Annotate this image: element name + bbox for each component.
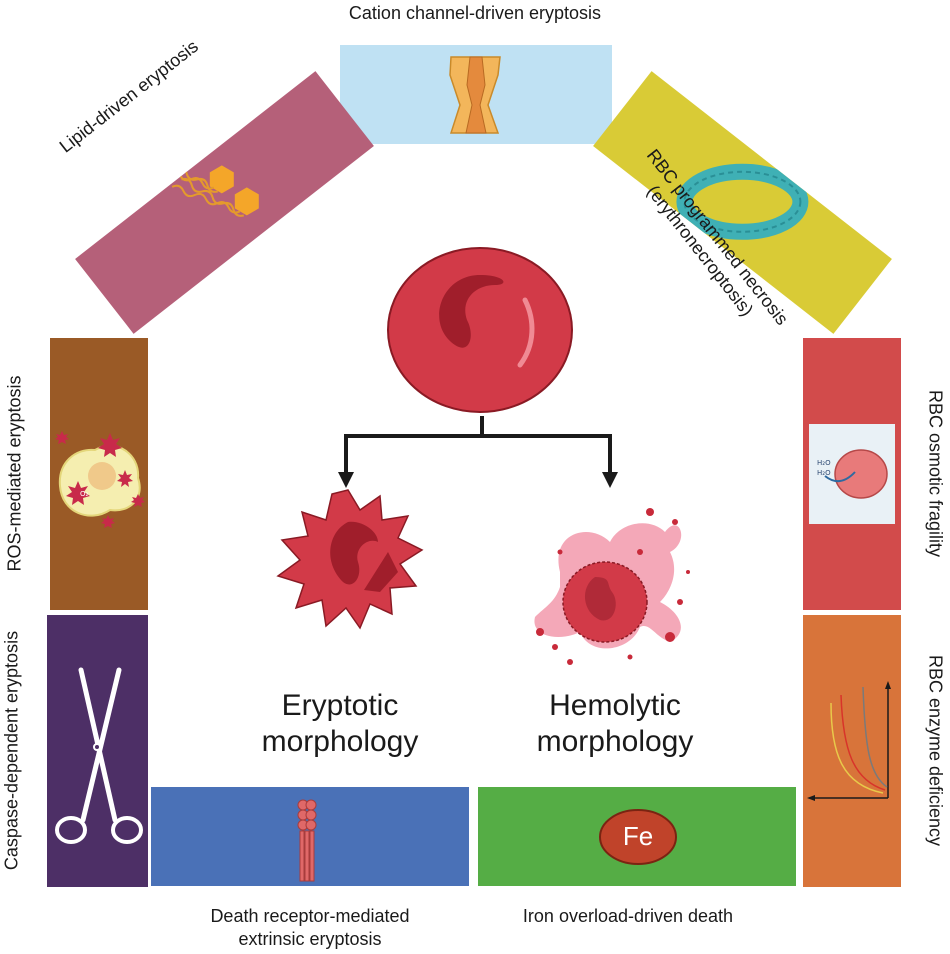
label-caspase: Caspase-dependent eryptosis [1,630,22,871]
panel-enzyme [803,615,901,887]
label-death-receptor-line1: Death receptor-mediated [210,906,410,926]
fe-text: Fe [622,821,654,851]
label-iron: Iron overload-driven death [522,906,734,926]
label-death-receptor-line2: extrinsic eryptosis [238,929,382,949]
panel-ros: O₂ [50,338,148,610]
label-lipid: Lipid-driven eryptosis [55,36,202,157]
panel-cation-channel [340,45,612,144]
death-receptor-icon [297,799,317,882]
hemolytic-line2: morphology [536,725,694,758]
label-osmotic: RBC osmotic fragility [925,389,946,558]
panel-iron: Fe [478,787,796,886]
scissors-icon [55,667,143,844]
h2o-text-a: H₂O [817,459,831,467]
fe-icon [599,809,677,865]
panel-death-receptor [151,787,469,886]
label-cation-channel: Cation channel-driven eryptosis [348,3,602,23]
eryptotic-cell-icon [268,482,428,637]
panel-caspase [47,615,148,887]
panel-osmotic: H₂O H₂O [803,338,901,610]
branch-arrows [330,412,630,492]
red-blood-cell-icon [385,245,575,415]
pore-ring-icon [676,163,809,240]
ion-channel-icon [449,56,501,134]
o2-text: O₂ [80,490,89,498]
label-enzyme: RBC enzyme deficiency [925,654,946,847]
enzyme-graph-icon [807,681,891,801]
ros-cell-icon: O₂ [55,431,145,528]
eryptotic-line1: Eryptotic [281,689,399,722]
hemolytic-cell-icon [520,492,695,674]
hemolytic-line1: Hemolytic [549,689,681,722]
osmotic-cell-icon: H₂O H₂O [809,424,895,524]
h2o-text-b: H₂O [817,469,831,477]
panel-necrosis [593,71,892,334]
eryptotic-line2: morphology [261,725,419,758]
label-ros: ROS-mediated eryptosis [4,375,25,572]
